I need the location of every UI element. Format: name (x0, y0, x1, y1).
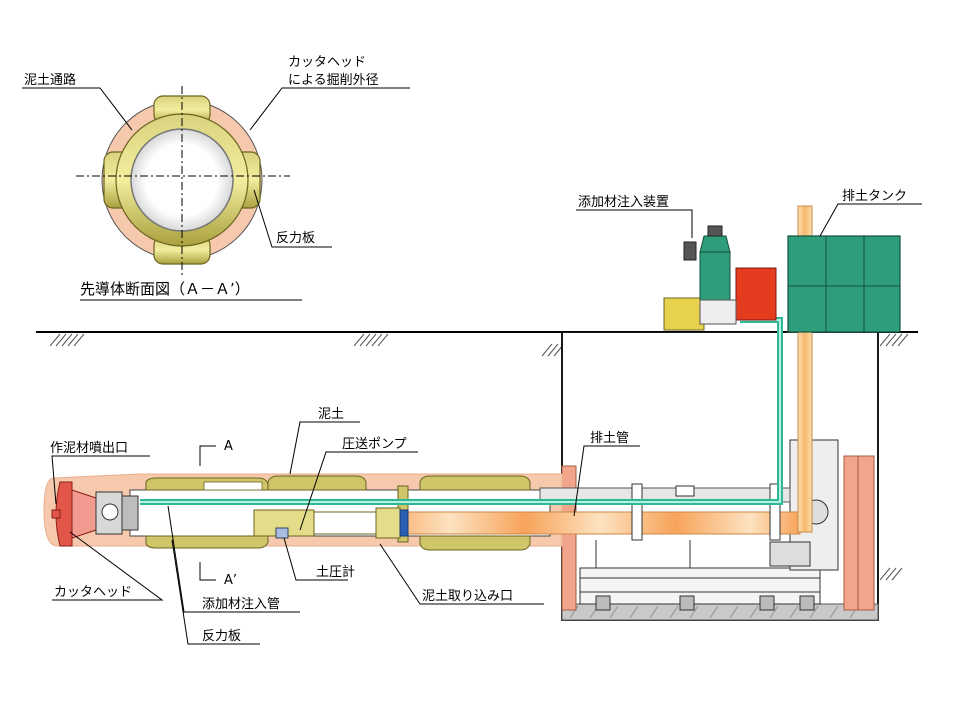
shaft (561, 331, 879, 621)
label-discharge-tank: 排土タンク (842, 189, 907, 204)
jacking-frame (579, 567, 821, 605)
label-additive-device: 添加材注入装置 (578, 195, 669, 210)
label-earth-pressure-gauge: 土圧計 (316, 564, 355, 580)
label-mud: 泥土 (318, 407, 344, 422)
label-section-reaction-plate: 反力板 (276, 231, 315, 246)
leader-reaction-plate (253, 189, 332, 248)
label-section-a: A (224, 439, 233, 454)
label-additive-pipe: 添加材注入管 (202, 597, 280, 612)
cutter-head (51, 481, 139, 547)
label-tunnel-reaction-plate: 反力板 (202, 629, 241, 644)
label-section-a-prime: A’ (224, 573, 237, 588)
leader-cutter-outer (249, 87, 410, 131)
leaders (51, 203, 922, 645)
reaction-plate-upper-2 (267, 475, 367, 491)
cross-section (22, 86, 410, 301)
label-cutter-outer-1: カッタヘッド (288, 55, 366, 70)
reaction-wall (843, 455, 875, 611)
label-cutter-head: カッタヘッド (54, 585, 132, 600)
label-pressure-pump: 圧送ポンプ (342, 437, 407, 452)
label-mud-passage: 泥土通路 (24, 72, 76, 88)
reaction-plate-upper-3 (419, 475, 531, 491)
section-title: 先導体断面図（Ａ－Ａ’） (80, 280, 250, 298)
discharge-tank (787, 235, 901, 333)
reaction-plate-lower-2 (419, 535, 531, 551)
label-discharge-pipe: 排土管 (590, 431, 629, 446)
leader-mud-passage (22, 87, 133, 131)
label-mud-nozzle: 作泥材噴出口 (50, 441, 128, 456)
earth-pressure-gauge (275, 527, 289, 539)
reaction-plate-lower-1 (145, 535, 269, 549)
additive-injection-device (663, 225, 777, 331)
label-cutter-outer-2: による掘削外径 (288, 73, 379, 88)
label-mud-intake: 泥土取り込み口 (422, 589, 513, 604)
